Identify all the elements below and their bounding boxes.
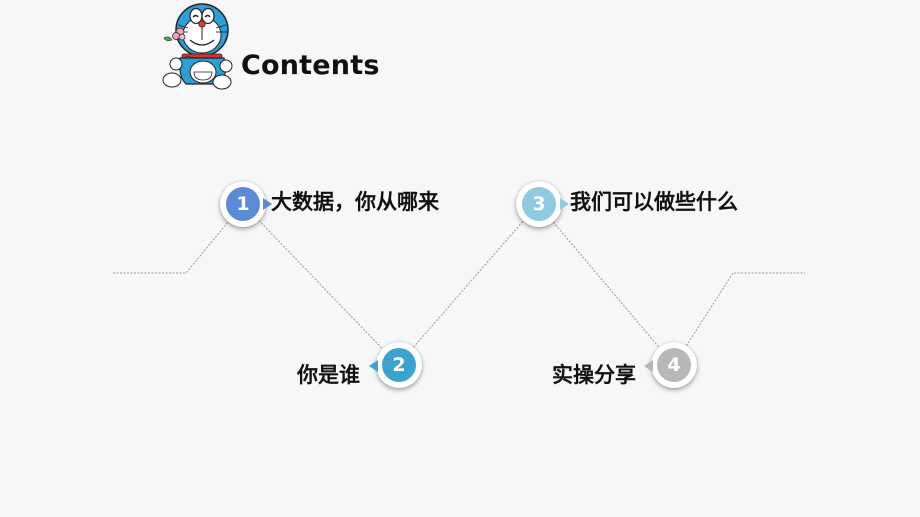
item-3-badge[interactable]: 3	[516, 181, 562, 227]
item-3-number: 3	[522, 187, 556, 221]
item-2-number: 2	[382, 348, 416, 382]
item-2-badge[interactable]: 2	[376, 342, 422, 388]
item-3-pointer-icon	[560, 198, 569, 210]
item-4-pointer-icon	[644, 360, 653, 372]
item-1-number: 1	[226, 187, 260, 221]
item-1-badge[interactable]: 1	[220, 181, 266, 227]
item-4-label[interactable]: 实操分享	[552, 362, 636, 387]
item-1-label[interactable]: 大数据，你从哪来	[271, 189, 439, 214]
item-1-pointer-icon	[263, 198, 272, 210]
item-4-badge[interactable]: 4	[651, 342, 697, 388]
item-2-pointer-icon	[369, 360, 378, 372]
item-4-number: 4	[657, 348, 691, 382]
page-title: Contents	[241, 50, 380, 81]
mascot-illustration	[162, 3, 233, 90]
item-2-label[interactable]: 你是谁	[297, 362, 360, 387]
item-3-label[interactable]: 我们可以做些什么	[570, 189, 738, 214]
